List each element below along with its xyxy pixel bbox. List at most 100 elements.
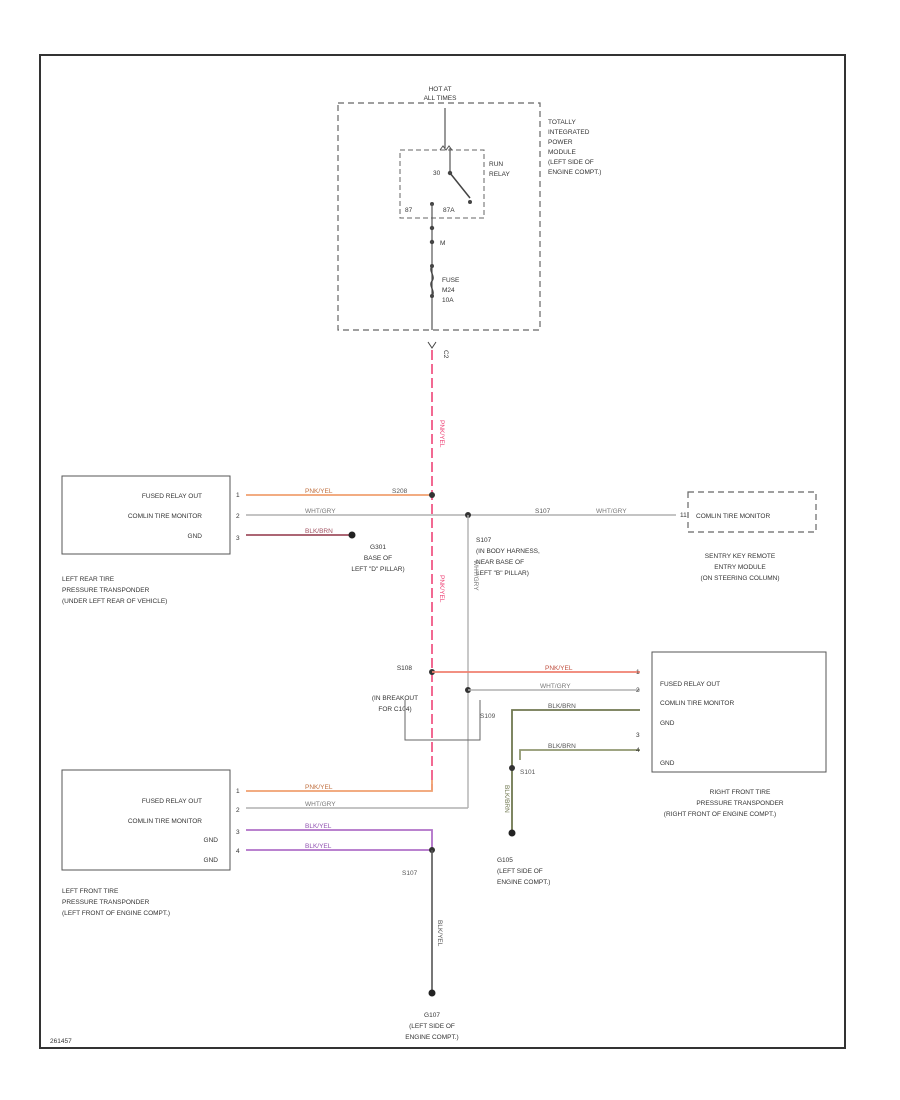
left-rear-transponder: FUSED RELAY OUT COMLIN TIRE MONITOR GND … xyxy=(61,475,240,605)
g107-label-1: G107 xyxy=(424,1012,440,1019)
s107-note-2: (IN BODY HARNESS, xyxy=(476,548,540,555)
left-rear-caption-3: (UNDER LEFT REAR OF VEHICLE) xyxy=(62,598,167,605)
relay-pin-87: 87 xyxy=(405,207,413,214)
left-front-row-1: FUSED RELAY OUT xyxy=(142,798,202,805)
tipm-name-line-6: ENGINE COMPT.) xyxy=(548,169,601,176)
fuse-label-1: FUSE xyxy=(442,277,460,284)
comlin-bus-wire-label-right: WHT/GRY xyxy=(596,508,627,515)
s108-breakout-bracket xyxy=(404,700,481,741)
g105-label-3: ENGINE COMPT.) xyxy=(497,879,550,886)
right-front-pin-3: 3 xyxy=(636,732,640,739)
right-front-ground-wire-1 xyxy=(511,709,640,830)
left-rear-caption-2: PRESSURE TRANSPONDER xyxy=(62,587,150,594)
fuse-terminal-top xyxy=(430,264,434,268)
right-front-feed-wire-label: PNK/YEL xyxy=(545,665,573,672)
main-feed-wire-label-2: PNK/YEL xyxy=(438,575,445,603)
sentry-box xyxy=(687,491,817,533)
left-front-caption-3: (LEFT FRONT OF ENGINE COMPT.) xyxy=(62,910,170,917)
left-rear-row-2: COMLIN TIRE MONITOR xyxy=(128,513,202,520)
g301-label-1: G301 xyxy=(370,544,386,551)
left-rear-caption-1: LEFT REAR TIRE xyxy=(62,576,115,583)
relay-pin-87a: 87A xyxy=(443,207,455,214)
comlin-bus-wire-label-left: WHT/GRY xyxy=(305,508,336,515)
hot-label-2: ALL TIMES xyxy=(424,95,458,102)
splice-s101-label: S101 xyxy=(520,769,536,776)
right-front-pin-2: 2 xyxy=(636,687,640,694)
tipm-name-line-1: TOTALLY xyxy=(548,119,576,126)
connector-c2-label: C2 xyxy=(442,350,449,359)
s108-note-1: S108 xyxy=(397,665,413,672)
left-front-feed-wire xyxy=(246,780,433,792)
left-front-pin-1: 1 xyxy=(236,788,240,795)
right-front-ground-wire-1-label: BLK/BRN xyxy=(548,703,576,710)
sentry-caption-3: (ON STEERING COLUMN) xyxy=(700,575,779,582)
diagram-frame xyxy=(39,54,846,1049)
tipm-junction-a xyxy=(429,225,435,231)
left-rear-ground-wire-label: BLK/BRN xyxy=(305,528,333,535)
left-rear-pin-2: 2 xyxy=(236,513,240,520)
right-front-row-3: GND xyxy=(660,720,675,727)
left-front-row-3: GND xyxy=(204,837,219,844)
sentry-key-module: 11 COMLIN TIRE MONITOR SENTRY KEY REMOTE… xyxy=(680,491,817,582)
fuse-symbol xyxy=(430,265,434,297)
relay-label-2: RELAY xyxy=(489,171,510,178)
left-rear-row-1: FUSED RELAY OUT xyxy=(142,493,202,500)
hot-label-1: HOT AT xyxy=(429,86,452,93)
tipm-name-line-5: (LEFT SIDE OF xyxy=(548,159,594,166)
page-code: 261457 xyxy=(50,1038,72,1045)
sentry-caption-2: ENTRY MODULE xyxy=(714,564,766,571)
right-front-row-4: GND xyxy=(660,760,675,767)
sentry-box-text: COMLIN TIRE MONITOR xyxy=(696,513,770,520)
s107-node-label: S107 xyxy=(535,508,551,515)
tipm-name-line-2: INTEGRATED xyxy=(548,129,590,136)
g107-label-3: ENGINE COMPT.) xyxy=(405,1034,458,1041)
g107-ground-wire-label: BLK/YEL xyxy=(436,920,443,947)
s108-note-3: FOR C104) xyxy=(378,706,411,713)
left-front-ground-wire-2-label: BLK/YEL xyxy=(305,843,332,850)
relay-contact-87a xyxy=(468,200,472,204)
splice-s109-label: S109 xyxy=(480,713,496,720)
ground-g107 xyxy=(428,989,436,997)
tipm-boundary xyxy=(337,102,541,331)
main-feed-wire-label-1: PNK/YEL xyxy=(438,420,445,448)
tipm-module: HOT AT ALL TIMES TOTALLY INTEGRATED POWE… xyxy=(337,86,601,359)
connector-c2-symbol xyxy=(427,341,437,349)
g105-wire-label: BLK/BRN xyxy=(503,785,510,813)
relay-pin-30: 30 xyxy=(433,170,441,177)
g105-label-1: G105 xyxy=(497,857,513,864)
comlin-trunk-wire-label: WHT/GRY xyxy=(472,560,479,591)
left-front-caption-1: LEFT FRONT TIRE xyxy=(62,888,119,895)
fuse-terminal-bottom xyxy=(430,294,434,298)
left-rear-pin-3: 3 xyxy=(236,535,240,542)
right-front-ground-wire-2-label: BLK/BRN xyxy=(548,743,576,750)
left-front-ground-wire-1-label: BLK/YEL xyxy=(305,823,332,830)
right-front-row-1: FUSED RELAY OUT xyxy=(660,681,720,688)
relay-switch-arm xyxy=(449,172,471,199)
right-front-caption-3: (RIGHT FRONT OF ENGINE COMPT.) xyxy=(664,811,776,818)
right-front-comlin-wire-label: WHT/GRY xyxy=(540,683,571,690)
tipm-junction-b xyxy=(429,239,435,245)
sentry-caption-1: SENTRY KEY REMOTE xyxy=(705,553,776,560)
tipm-name-line-4: MODULE xyxy=(548,149,576,156)
right-front-ground-wire-2 xyxy=(519,749,640,760)
s107-note-1: S107 xyxy=(476,537,492,544)
splice-s101 xyxy=(509,765,515,771)
left-front-row-4: GND xyxy=(204,857,219,864)
left-front-row-2: COMLIN TIRE MONITOR xyxy=(128,818,202,825)
ground-g105 xyxy=(508,829,516,837)
splice-s208-label: S208 xyxy=(392,488,408,495)
fuse-label-2: M24 xyxy=(442,287,455,294)
right-front-box xyxy=(651,651,827,773)
s108-note-2: (IN BREAKOUT xyxy=(372,695,418,702)
run-relay-boundary xyxy=(399,149,485,219)
right-front-caption-2: PRESSURE TRANSPONDER xyxy=(696,800,784,807)
right-front-pin-1: 1 xyxy=(636,669,640,676)
s107-note-3: NEAR BASE OF xyxy=(476,559,524,566)
left-front-pin-3: 3 xyxy=(236,829,240,836)
ground-g301 xyxy=(348,531,356,539)
splice-s107-lower-label: S107 xyxy=(402,870,418,877)
right-front-row-2: COMLIN TIRE MONITOR xyxy=(660,700,734,707)
relay-label-1: RUN xyxy=(489,161,503,168)
right-front-transponder: FUSED RELAY OUT COMLIN TIRE MONITOR GND … xyxy=(636,651,827,818)
